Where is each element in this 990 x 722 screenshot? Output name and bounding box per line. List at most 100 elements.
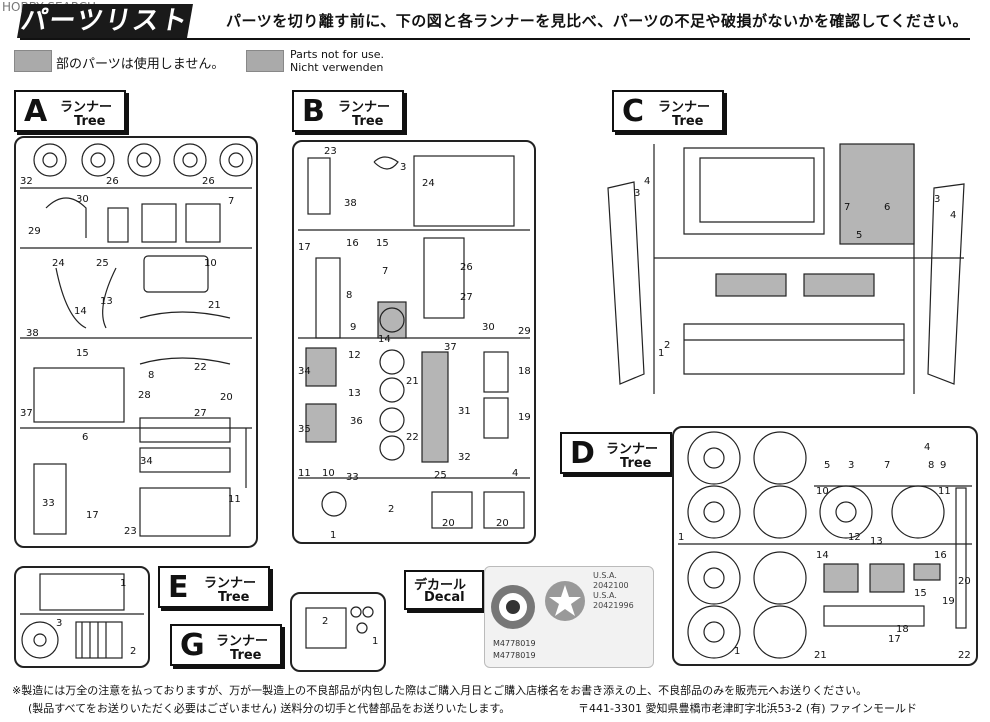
svg-text:15: 15: [76, 348, 89, 359]
decal-label: デカール Decal: [404, 570, 484, 610]
svg-text:4: 4: [950, 210, 956, 221]
decal-en: Decal: [424, 590, 465, 605]
svg-text:10: 10: [204, 258, 217, 269]
header-divider: [20, 38, 970, 40]
svg-text:31: 31: [458, 406, 471, 417]
svg-text:4: 4: [644, 176, 650, 187]
svg-text:29: 29: [518, 326, 531, 337]
svg-text:14: 14: [816, 550, 829, 561]
decal-serial-1: M4778019: [493, 639, 536, 648]
svg-text:26: 26: [106, 176, 119, 187]
svg-text:20: 20: [442, 518, 455, 529]
runner-g-letter: G: [180, 628, 205, 663]
svg-text:17: 17: [86, 510, 99, 521]
runner-d-en: Tree: [620, 456, 652, 471]
svg-text:13: 13: [348, 388, 361, 399]
svg-text:20: 20: [958, 576, 971, 587]
svg-text:23: 23: [324, 146, 337, 157]
svg-text:24: 24: [52, 258, 65, 269]
svg-text:7: 7: [382, 266, 388, 277]
svg-text:1: 1: [330, 530, 336, 541]
runner-c-parts: 437 634 512: [607, 143, 965, 394]
svg-text:10: 10: [322, 468, 335, 479]
unused-part-swatch: [14, 50, 52, 72]
svg-text:34: 34: [298, 366, 311, 377]
svg-text:15: 15: [376, 238, 389, 249]
svg-text:18: 18: [896, 624, 909, 635]
svg-text:3: 3: [934, 194, 940, 205]
unused-part-swatch-en: [246, 50, 284, 72]
runner-c-label: C ランナー Tree: [612, 90, 724, 132]
runner-d-label: D ランナー Tree: [560, 432, 672, 474]
svg-text:25: 25: [434, 470, 447, 481]
svg-text:15: 15: [914, 588, 927, 599]
svg-text:16: 16: [346, 238, 359, 249]
svg-text:25: 25: [96, 258, 109, 269]
runner-g-parts: 21: [305, 606, 378, 649]
runner-b-jp: ランナー: [338, 100, 391, 115]
svg-text:29: 29: [28, 226, 41, 237]
runner-a-jp: ランナー: [60, 100, 113, 115]
svg-text:19: 19: [942, 596, 955, 607]
svg-text:37: 37: [20, 408, 33, 419]
runner-c-letter: C: [622, 94, 645, 129]
runner-e-jp: ランナー: [204, 576, 257, 591]
runner-g-jp: ランナー: [216, 634, 269, 649]
footer-line-2: (製品すべてをお送りいただく必要はございません) 送料分の切手と代替部品をお送り…: [28, 702, 511, 715]
svg-text:37: 37: [444, 342, 457, 353]
svg-text:20: 20: [496, 518, 509, 529]
svg-text:1: 1: [658, 348, 664, 359]
svg-text:12: 12: [348, 350, 361, 361]
decal-sheet: U.S.A. 2042100 U.S.A. 20421996 M4778019 …: [484, 566, 654, 668]
decal-marking-4: 20421996: [593, 601, 634, 610]
svg-text:1: 1: [678, 532, 684, 543]
svg-text:11: 11: [228, 494, 241, 505]
svg-text:7: 7: [844, 202, 850, 213]
svg-text:1: 1: [372, 636, 378, 647]
runner-d-jp: ランナー: [606, 442, 659, 457]
legend-en-1: Parts not for use.: [290, 48, 385, 61]
svg-text:22: 22: [958, 650, 971, 661]
svg-text:3: 3: [400, 162, 406, 173]
svg-text:35: 35: [298, 424, 311, 435]
svg-text:21: 21: [814, 650, 827, 661]
legend-en: Parts not for use. Nicht verwenden: [290, 48, 384, 74]
runner-g-label: G ランナー Tree: [170, 624, 282, 666]
svg-text:6: 6: [884, 202, 890, 213]
footer-address: 〒441-3301 愛知県豊橋市老津町字北浜53-2 (有) ファインモールド: [578, 702, 917, 715]
svg-text:5: 5: [824, 460, 830, 471]
svg-text:21: 21: [406, 376, 419, 387]
svg-text:5: 5: [856, 230, 862, 241]
svg-text:13: 13: [870, 536, 883, 547]
svg-text:22: 22: [406, 432, 419, 443]
runner-e-parts: 132: [20, 573, 144, 659]
svg-text:12: 12: [848, 532, 861, 543]
svg-text:32: 32: [458, 452, 471, 463]
svg-text:30: 30: [76, 194, 89, 205]
svg-text:27: 27: [194, 408, 207, 419]
svg-text:38: 38: [26, 328, 39, 339]
svg-text:2: 2: [664, 340, 670, 351]
svg-text:11: 11: [298, 468, 311, 479]
svg-text:7: 7: [228, 196, 234, 207]
runner-a-en: Tree: [74, 114, 106, 129]
svg-text:17: 17: [888, 634, 901, 645]
svg-text:3: 3: [56, 618, 62, 629]
decal-jp: デカール: [414, 578, 467, 593]
svg-text:16: 16: [934, 550, 947, 561]
runner-g-en: Tree: [230, 648, 262, 663]
svg-text:20: 20: [220, 392, 233, 403]
svg-text:22: 22: [194, 362, 207, 373]
svg-text:9: 9: [940, 460, 946, 471]
decal-markings: U.S.A. 2042100 U.S.A. 20421996: [593, 571, 634, 611]
runner-b-label: B ランナー Tree: [292, 90, 404, 132]
svg-text:4: 4: [512, 468, 518, 479]
svg-text:27: 27: [460, 292, 473, 303]
runner-c-en: Tree: [672, 114, 704, 129]
decal-serial-2: M4778019: [493, 651, 536, 660]
